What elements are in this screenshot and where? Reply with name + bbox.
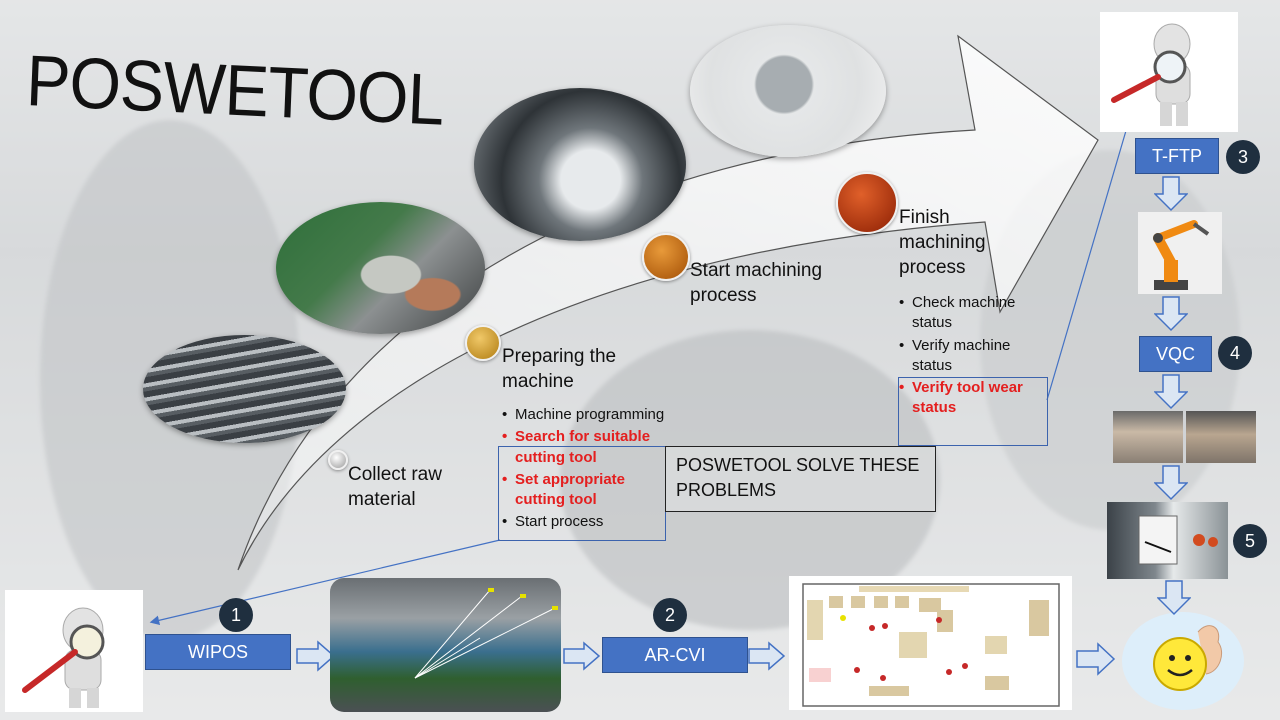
machine-setup-photo <box>276 202 485 334</box>
preparing-label: Preparing the machine <box>502 346 617 393</box>
right-arrow-icon <box>1076 642 1116 676</box>
list-item: Verify tool wear status <box>899 378 1047 419</box>
list-item: Search for suitable cutting tool <box>502 427 667 468</box>
step-number-badge: 5 <box>1233 524 1267 558</box>
right-arrow-icon <box>563 641 601 671</box>
down-arrow-icon <box>1154 296 1188 332</box>
vqc-module-box[interactable]: VQC <box>1139 336 1212 372</box>
robot-arm-icon <box>1138 212 1222 294</box>
raw-material-photo <box>143 335 346 443</box>
collect-stage-dot <box>328 450 348 470</box>
floor-plan-image <box>789 576 1072 710</box>
finish-stage-dot <box>836 172 898 234</box>
tftp-module-box[interactable]: T-FTP <box>1135 138 1219 174</box>
down-arrow-icon <box>1154 374 1188 410</box>
right-arrow-icon <box>296 640 336 672</box>
finished-part-photo <box>690 25 886 157</box>
big-progress-arrow <box>237 34 1099 571</box>
step-number-badge: 1 <box>219 598 253 632</box>
wipos-module-box[interactable]: WIPOS <box>145 634 291 670</box>
tool-wear-photo-right <box>1186 411 1256 463</box>
down-arrow-icon <box>1154 176 1188 212</box>
preparing-stage-dot <box>465 325 501 361</box>
arcvi-module-box[interactable]: AR-CVI <box>602 637 748 673</box>
finish-highlight-box <box>898 377 1048 446</box>
magnifier-figure-icon <box>5 590 143 712</box>
tool-wear-photo-left <box>1113 411 1183 463</box>
list-item: Verify machine status <box>899 336 1047 377</box>
finish-label: Finish machining process <box>899 207 986 279</box>
smiley-icon <box>1153 625 1222 691</box>
down-arrow-icon <box>1157 580 1191 616</box>
factory-floor-photo <box>330 578 561 712</box>
list-item: Machine programming <box>502 405 667 426</box>
down-arrow-icon <box>1154 465 1188 501</box>
step-number-badge: 4 <box>1218 336 1252 370</box>
preparing-highlight-box <box>498 446 666 541</box>
right-arrow-icon <box>748 641 786 671</box>
step-number-badge: 3 <box>1226 140 1260 174</box>
list-item: Set appropriate cutting tool <box>502 470 667 511</box>
connector-line-wipos <box>149 539 501 626</box>
start-stage-dot <box>642 233 690 281</box>
start-label: Start machining process <box>690 260 823 307</box>
step-number-badge: 2 <box>653 598 687 632</box>
list-item: Start process <box>502 512 667 533</box>
list-item: Check machine status <box>899 293 1047 334</box>
machining-photo <box>474 88 686 241</box>
finish-bullet-list: Check machine status Verify machine stat… <box>899 293 1047 421</box>
machine-panel-photo <box>1107 502 1228 579</box>
connector-line-tftp <box>1046 97 1138 401</box>
collect-label: Collect raw material <box>348 464 442 511</box>
preparing-bullet-list: Machine programming Search for suitable … <box>502 405 667 535</box>
solve-text-box: POSWETOOL SOLVE THESE PROBLEMS <box>665 446 936 512</box>
magnifier-figure-icon <box>1100 12 1238 132</box>
